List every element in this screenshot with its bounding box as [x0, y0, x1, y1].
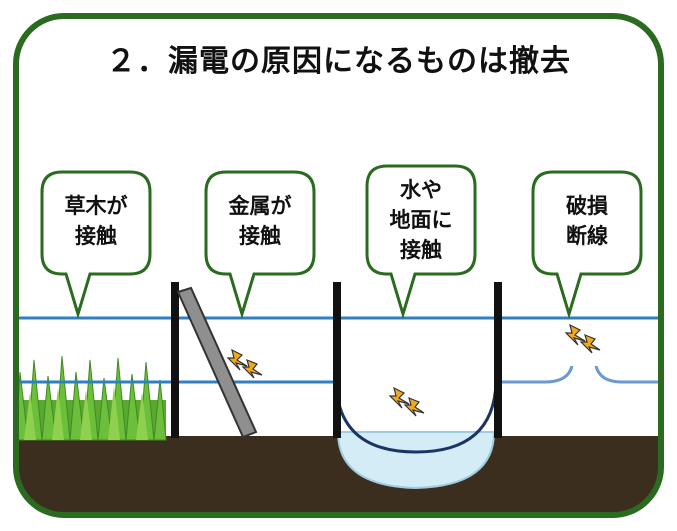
broken-wire-left: [496, 365, 574, 384]
bubble-line: 接触: [400, 238, 442, 262]
fence-post-2: [333, 282, 341, 438]
bubble-label-break: 破損 断線: [533, 191, 641, 251]
bubble-grass: [40, 170, 152, 320]
bubble-water: [365, 164, 477, 320]
metal-bar: [176, 286, 258, 439]
bubble-metal: [204, 170, 316, 320]
bubble-label-metal: 金属が 接触: [206, 191, 314, 251]
broken-wire-right: [594, 365, 661, 384]
bubble-break: [531, 170, 643, 320]
bubble-label-water: 水や 地面に 接触: [367, 175, 475, 265]
grass-icon: [16, 355, 167, 441]
frame-border: [13, 13, 664, 518]
bubble-line: 破損: [566, 194, 608, 218]
spark-icon: [564, 323, 601, 354]
spark-icon: [388, 386, 425, 417]
bubble-line: 断線: [566, 224, 608, 248]
fence-post-3: [494, 282, 502, 438]
bubble-line: 草木が: [64, 194, 128, 218]
page-title: ２．漏電の原因になるものは撤去: [106, 44, 571, 79]
fence-post-1: [171, 282, 179, 438]
spark-icon: [226, 348, 263, 379]
ground: [16, 436, 661, 515]
bubble-line: 地面に: [389, 208, 453, 232]
bubble-line: 水や: [400, 178, 442, 202]
bubble-label-grass: 草木が 接触: [42, 191, 150, 251]
bubble-line: 金属が: [228, 194, 292, 218]
bubble-line: 接触: [75, 224, 117, 248]
bubble-line: 接触: [239, 224, 281, 248]
sagging-wire: [334, 381, 498, 454]
